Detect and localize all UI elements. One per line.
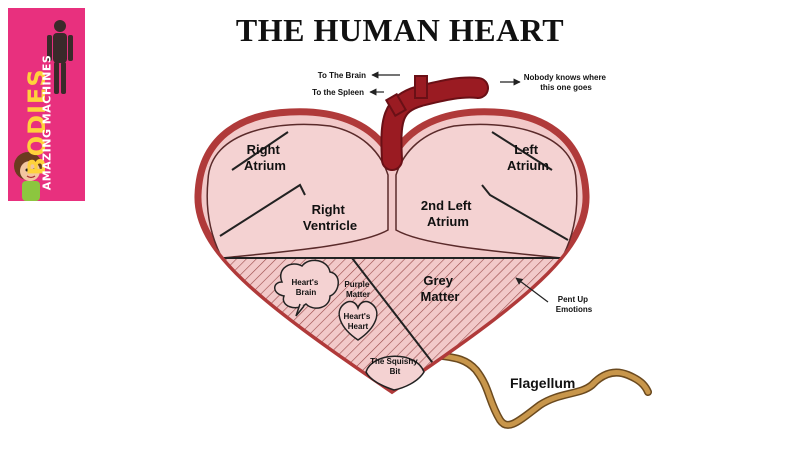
hearts-brain-label: Heart's Brain xyxy=(291,278,320,297)
pent-up-label: Pent Up Emotions xyxy=(556,295,593,314)
right-atrium-label: Right Atrium xyxy=(244,142,286,173)
purple-matter-label: Purple Matter xyxy=(344,280,371,299)
second-left-atrium-label: 2nd Left Atrium xyxy=(421,198,475,229)
right-ventricle-label: Right Ventricle xyxy=(303,202,357,233)
bodies-amazing-machines-badge: BODIES AMAZING MACHINES xyxy=(8,8,85,201)
to-brain-label: To The Brain xyxy=(318,71,366,80)
hearts-heart-label: Heart's Heart xyxy=(343,312,372,331)
person-silhouette-icon xyxy=(14,20,73,201)
page-title: THE HUMAN HEART xyxy=(235,12,565,48)
squishy-bit-region xyxy=(365,355,425,391)
upper-left-chamber xyxy=(206,123,389,259)
girl-illustration-icon xyxy=(14,152,42,201)
grey-matter-label: Grey Matter xyxy=(420,273,459,304)
pent-up-arrow xyxy=(515,277,549,303)
nobody-knows-label: Nobody knows where this one goes xyxy=(524,73,608,92)
artery-vessel xyxy=(380,75,489,171)
hearts-heart-shape xyxy=(338,300,378,341)
hearts-brain-cloud xyxy=(274,259,339,317)
left-atrium-label: Left Atrium xyxy=(507,142,549,173)
flagellum-label: Flagellum xyxy=(510,375,575,391)
to-spleen-label: To the Spleen xyxy=(312,88,364,97)
squishy-bit-label: The Squishy Bit xyxy=(370,357,420,376)
